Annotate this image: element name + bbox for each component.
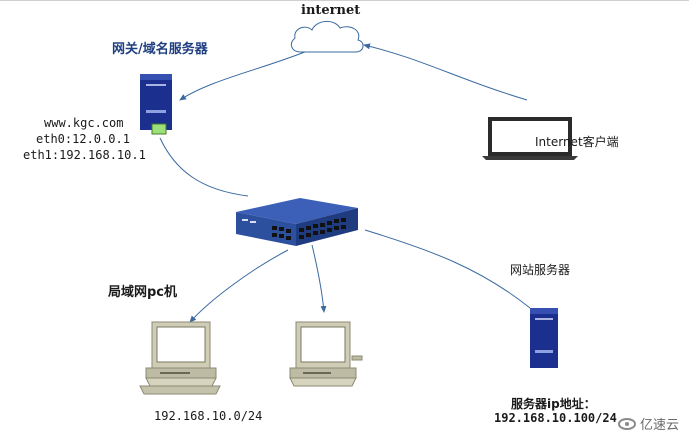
- web-server-label: 网站服务器: [510, 263, 571, 277]
- link-switch-to-pc2: [311, 244, 327, 313]
- watermark: 亿速云: [617, 414, 679, 433]
- domain-label: www.kgc.com: [44, 116, 124, 130]
- eth0-label: eth0:12.0.0.1: [36, 132, 130, 146]
- link-gateway-to-switch: [159, 137, 249, 197]
- laptop-icon: [482, 117, 578, 160]
- top-border: [0, 0, 689, 1]
- internet-label: internet: [301, 3, 361, 18]
- watermark-text: 亿速云: [639, 418, 679, 433]
- link-switch-to-webserver: [364, 229, 531, 309]
- cloud-icon: [290, 21, 364, 53]
- switch-icon: [236, 198, 358, 246]
- watermark-logo-icon: [617, 417, 636, 430]
- eth1-label: eth1:192.168.10.1: [23, 148, 146, 162]
- server-ip-label: 服务器ip地址：: [511, 397, 596, 411]
- desktop-pc-icon: [139, 321, 221, 395]
- lan-subnet-label: 192.168.10.0/24: [154, 409, 263, 423]
- gateway-label: 网关/域名服务器: [112, 42, 208, 57]
- server-icon: [140, 74, 172, 135]
- link-gateway-to-cloud: [179, 49, 311, 101]
- link-laptop-to-cloud: [363, 43, 528, 101]
- desktop-pc-icon: [289, 321, 363, 387]
- internet-client-label: Internet客户端: [535, 135, 619, 149]
- server-ip-value: 192.168.10.100/24: [494, 411, 617, 425]
- link-switch-to-pc1: [189, 249, 289, 323]
- server-icon: [530, 308, 558, 368]
- lan-pc-label: 局域网pc机: [108, 285, 178, 300]
